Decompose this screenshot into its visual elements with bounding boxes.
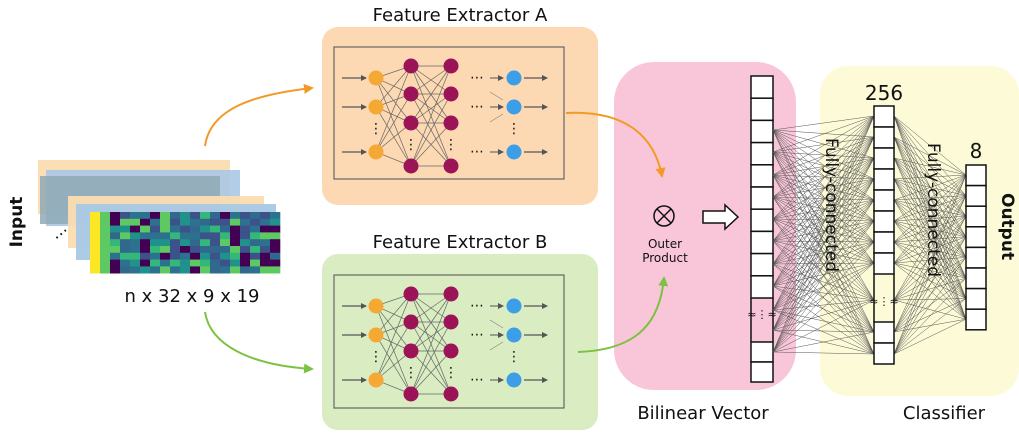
svg-text:⋮: ⋮	[369, 121, 383, 137]
bilinear-ellipsis: ≈⋮≈	[747, 308, 776, 321]
extractor-a-title: Feature Extractor A	[373, 5, 548, 26]
hidden-size-label: 256	[865, 81, 903, 105]
svg-text:⋮: ⋮	[444, 365, 458, 381]
hidden-ellipsis: ≈⋮≈	[869, 295, 898, 308]
hollow-arrow-icon	[702, 203, 740, 231]
extractor-b-title: Feature Extractor B	[373, 232, 548, 253]
arrow-a-to-product	[565, 111, 666, 178]
svg-text:⋯: ⋯	[470, 298, 484, 314]
svg-text:⋯: ⋯	[470, 144, 484, 160]
hidden-vector	[873, 105, 895, 365]
svg-text:⋯: ⋯	[470, 327, 484, 343]
classifier-caption: Classifier	[903, 403, 986, 424]
fc1-label: Fully-connected	[821, 138, 841, 272]
extractor-a-network: ⋯ ⋯ ⋯ ⋮ ⋮ ⋮ ⋮	[342, 58, 548, 174]
fc2-label: Fully-connected	[923, 143, 943, 277]
output-size-label: 8	[970, 139, 983, 163]
output-label: Output	[997, 193, 1017, 260]
arrow-input-to-b	[204, 311, 314, 374]
input-shape-label: n x 32 x 9 x 19	[125, 286, 260, 307]
fc1-connections	[772, 115, 875, 355]
output-vector	[965, 164, 987, 331]
extractor-b-network: ⋯ ⋯ ⋯ ⋮ ⋮ ⋮ ⋮	[342, 286, 548, 402]
svg-text:⋯: ⋯	[470, 70, 484, 86]
arrow-input-to-a	[204, 83, 314, 147]
extractor-b-frame	[333, 274, 565, 409]
extractor-a-frame	[333, 46, 565, 180]
outer-product-symbol	[653, 205, 675, 227]
bilinear-vector	[750, 75, 774, 383]
extractor-b-panel	[322, 254, 598, 430]
input-heatmap	[90, 212, 281, 274]
bilinear-caption: Bilinear Vector	[637, 403, 769, 424]
svg-text:⋮: ⋮	[369, 349, 383, 365]
input-label: Input	[7, 197, 27, 248]
extractor-a-panel	[322, 27, 598, 205]
svg-text:⋯: ⋯	[470, 99, 484, 115]
svg-text:⋮: ⋮	[404, 365, 418, 381]
svg-text:⋮: ⋮	[507, 121, 521, 137]
input-stack	[38, 160, 281, 274]
outer-product-label-1: Outer	[648, 237, 682, 251]
fc2-connections	[893, 115, 967, 355]
svg-text:⋮: ⋮	[404, 137, 418, 153]
svg-text:⋮: ⋮	[507, 349, 521, 365]
arrow-b-to-product	[577, 276, 669, 353]
svg-text:⋮: ⋮	[444, 137, 458, 153]
outer-product-label-2: Product	[642, 251, 688, 265]
svg-text:⋯: ⋯	[470, 372, 484, 388]
